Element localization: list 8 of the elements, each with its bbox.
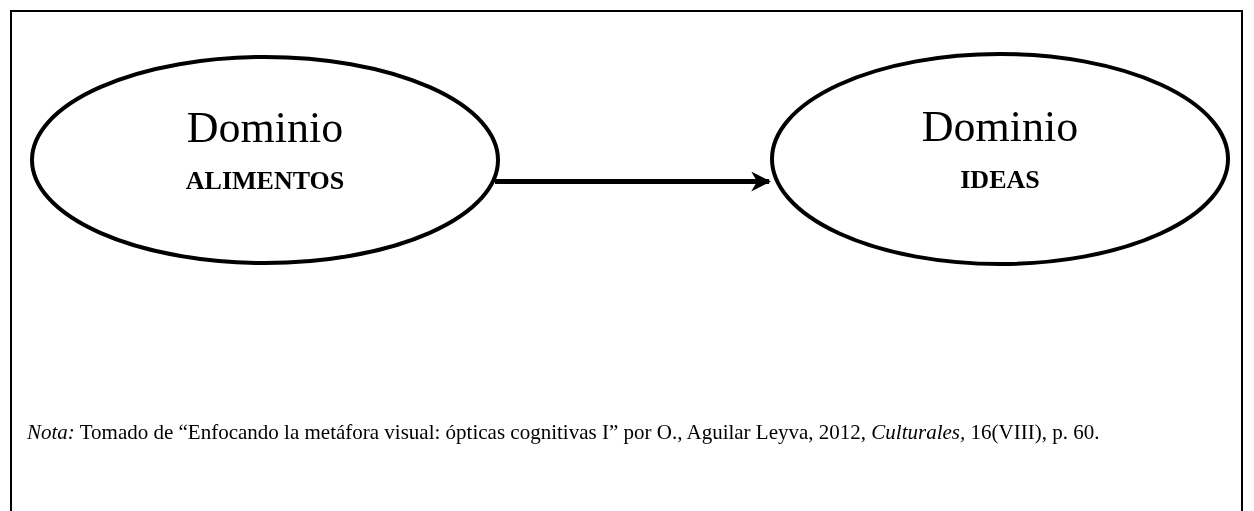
domain-name: ALIMENTOS xyxy=(185,166,345,197)
arrow xyxy=(495,171,772,192)
domain-name: IDEAS xyxy=(960,165,1040,196)
domain-heading: Dominio xyxy=(921,102,1079,152)
domain-ellipse xyxy=(30,55,500,265)
source-note: Nota: Tomado de “Enfocando la metáfora visual: ópticas cognitivas I” por O., Aguilar Leyva, 2012, Culturales, 16(VIII), p. 60. xyxy=(27,419,1101,446)
domain-ellipse xyxy=(770,52,1230,266)
domain-heading: Dominio xyxy=(186,103,344,153)
